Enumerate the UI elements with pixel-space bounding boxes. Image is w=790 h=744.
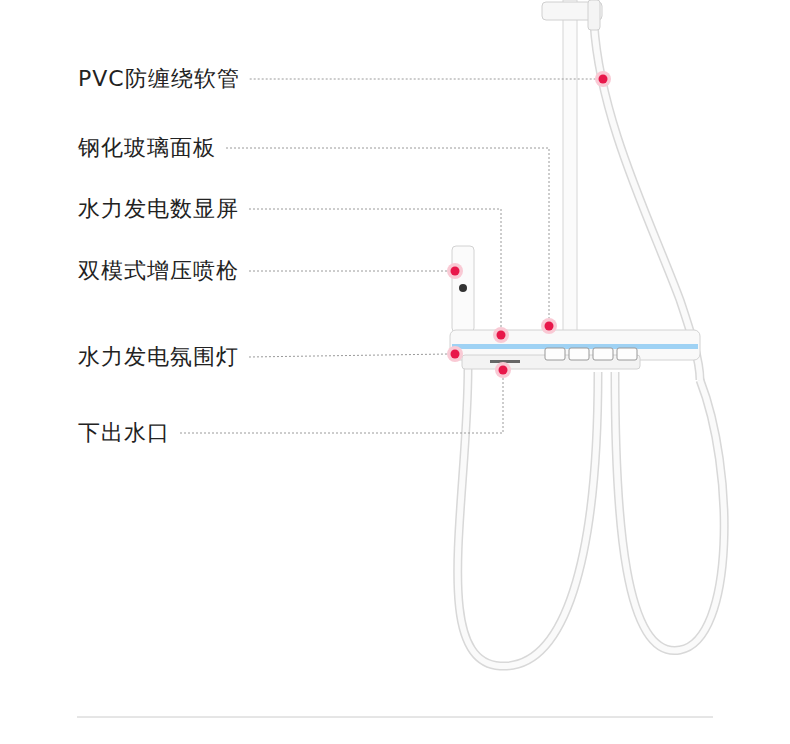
callout-dot — [545, 322, 554, 331]
callout-label: 下出水口 — [78, 420, 170, 446]
button — [617, 348, 637, 360]
callout-dot — [599, 75, 608, 84]
callout-dot — [451, 267, 460, 276]
button — [545, 348, 565, 360]
callout-label: 水力发电数显屏 — [78, 196, 239, 222]
button — [569, 348, 589, 360]
hose — [458, 368, 598, 666]
dot-halo — [447, 263, 463, 279]
leader-line — [249, 209, 501, 329]
sprayer-button — [459, 284, 467, 292]
callout-label: 双模式增压喷枪 — [78, 258, 239, 284]
leader-line — [249, 271, 449, 272]
callout-label: 钢化玻璃面板 — [78, 135, 216, 161]
callout-dot — [499, 366, 508, 375]
hose — [615, 372, 724, 651]
leader-line — [250, 79, 598, 80]
pole — [563, 0, 577, 334]
callout-label: PVC防缠绕软管 — [78, 66, 240, 92]
hose — [594, 24, 700, 380]
leader-line — [249, 354, 449, 357]
hose — [458, 368, 598, 666]
hose — [594, 24, 700, 380]
callout-dot — [451, 350, 460, 359]
dot-halo — [595, 71, 611, 87]
hose — [615, 372, 724, 651]
callout-label: 水力发电氛围灯 — [78, 344, 239, 370]
dot-halo — [541, 318, 557, 334]
dot-halo — [493, 327, 509, 343]
callout-dot — [497, 331, 506, 340]
dot-halo — [495, 362, 511, 378]
button — [593, 348, 613, 360]
leader-line — [180, 376, 503, 433]
dot-halo — [447, 346, 463, 362]
divider — [77, 717, 713, 718]
sprayer — [452, 246, 474, 332]
hose-holder — [588, 0, 600, 30]
